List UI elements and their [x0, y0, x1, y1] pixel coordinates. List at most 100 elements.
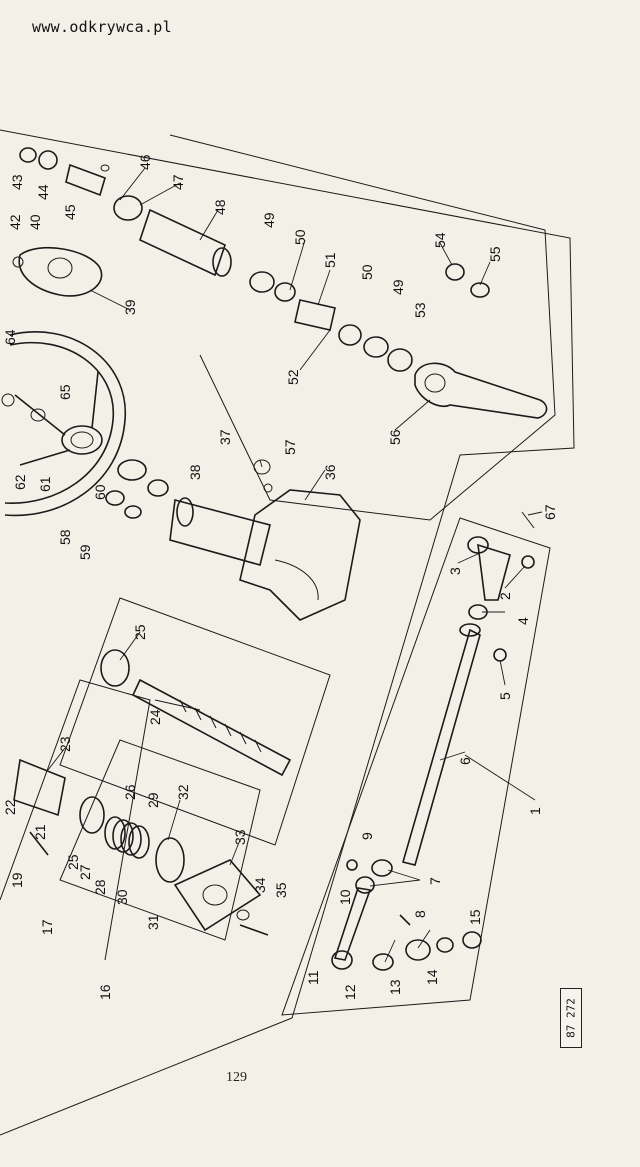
callout-label: 30 [114, 889, 130, 905]
washer-60 [117, 459, 147, 481]
callout-label: 49 [261, 212, 277, 228]
callout-label: 22 [2, 799, 18, 815]
callout-label: 49 [390, 279, 406, 295]
callout-label: 34 [252, 877, 268, 893]
page-number: 129 [226, 1070, 247, 1085]
callout-label: 40 [27, 214, 43, 230]
callout-label: 19 [9, 872, 25, 888]
spring-group-box [59, 739, 261, 941]
worm-group-box [59, 597, 331, 846]
washer-55 [470, 282, 490, 298]
callout-label: 57 [282, 439, 298, 455]
nut-block-23 [13, 758, 66, 817]
callout-label: 16 [97, 984, 113, 1000]
callout-label: 64 [2, 329, 18, 345]
callout-label: 12 [342, 984, 358, 1000]
ring-32 [155, 837, 185, 883]
callout-label: 37 [217, 429, 233, 445]
callout-label: 23 [57, 736, 73, 752]
callout-label: 43 [9, 174, 25, 190]
callout-label: 65 [57, 384, 73, 400]
callout-label: 2 [497, 592, 513, 600]
callout-label: 7 [427, 877, 443, 885]
drawing-code-text: 87 272 [564, 998, 578, 1038]
bearing-25-upper [100, 649, 130, 687]
callout-label: 44 [35, 184, 51, 200]
callout-label: 3 [447, 567, 463, 575]
callout-label: 24 [147, 709, 163, 725]
callout-label: 42 [7, 214, 23, 230]
callout-label: 31 [145, 914, 161, 930]
callout-label: 11 [305, 970, 321, 985]
spring-stack [104, 816, 150, 859]
callout-label: 48 [212, 199, 228, 215]
callout-label: 55 [487, 246, 503, 262]
upper-shaft-assembly [19, 147, 232, 277]
callout-labels: 1 2 3 4 5 6 7 8 9 10 11 12 13 14 15 16 1… [2, 154, 558, 1000]
callout-label: 28 [92, 879, 108, 895]
drawing-code-box: 87 272 [560, 988, 582, 1048]
callout-label: 6 [457, 757, 473, 765]
callout-label: 59 [77, 544, 93, 560]
callout-label: 51 [322, 252, 338, 268]
nut-54 [445, 263, 465, 281]
callout-label: 62 [12, 474, 28, 490]
callout-label: 4 [515, 617, 531, 625]
cover-plate-33 [173, 859, 262, 932]
callout-label: 25 [65, 854, 81, 870]
lower-housing-outline [0, 679, 151, 961]
callout-label: 67 [542, 504, 558, 520]
tie-rod-assembly [331, 511, 535, 971]
callout-label: 27 [77, 864, 93, 880]
callout-label: 53 [412, 302, 428, 318]
callout-label: 5 [497, 692, 513, 700]
ring-49-bottom [363, 336, 389, 358]
callout-label: 9 [359, 832, 375, 840]
ring-50-bottom [338, 324, 362, 346]
callout-label: 10 [337, 889, 353, 905]
nut-38 [147, 479, 169, 497]
callout-label: 61 [37, 476, 53, 492]
callout-label: 8 [412, 910, 428, 918]
callout-label: 56 [387, 429, 403, 445]
callout-label: 32 [175, 784, 191, 800]
column-group-outline [169, 134, 556, 521]
bushing-51 [294, 299, 336, 331]
callout-label: 29 [145, 792, 161, 808]
tie-rod-group-box [281, 517, 551, 1016]
callout-label: 1 [527, 807, 543, 815]
callout-label: 14 [424, 969, 440, 985]
callout-label: 15 [467, 909, 483, 925]
callout-label: 38 [187, 464, 203, 480]
callout-label: 46 [137, 154, 153, 170]
callout-label: 17 [39, 919, 55, 935]
callout-label: 50 [292, 229, 308, 245]
rod-19 [29, 831, 49, 856]
bearing-25-lower [79, 796, 105, 834]
washer-58 [105, 490, 125, 506]
callout-label: 39 [122, 299, 138, 315]
callout-label: 58 [57, 529, 73, 545]
callout-label: 21 [32, 824, 48, 840]
callout-label: 35 [273, 882, 289, 898]
steering-wheel [1, 331, 126, 517]
callout-label: 60 [92, 484, 108, 500]
leader-lines [47, 167, 543, 963]
washer-59 [124, 505, 142, 519]
watermark-text: www.odkrywca.pl [32, 18, 172, 36]
outer-group-outline [0, 129, 575, 1136]
ring-49-top [249, 271, 275, 293]
steering-box-housing-36 [169, 459, 361, 621]
callout-label: 33 [232, 829, 248, 845]
callout-label: 45 [62, 204, 78, 220]
worm-shaft-24 [131, 678, 292, 777]
callout-label: 52 [285, 369, 301, 385]
bolt-35 [239, 924, 269, 936]
callout-label: 36 [322, 464, 338, 480]
callout-label: 50 [359, 264, 375, 280]
callout-label: 54 [432, 232, 448, 248]
ring-50-top [274, 282, 296, 302]
pitman-arm-56 [414, 362, 548, 419]
